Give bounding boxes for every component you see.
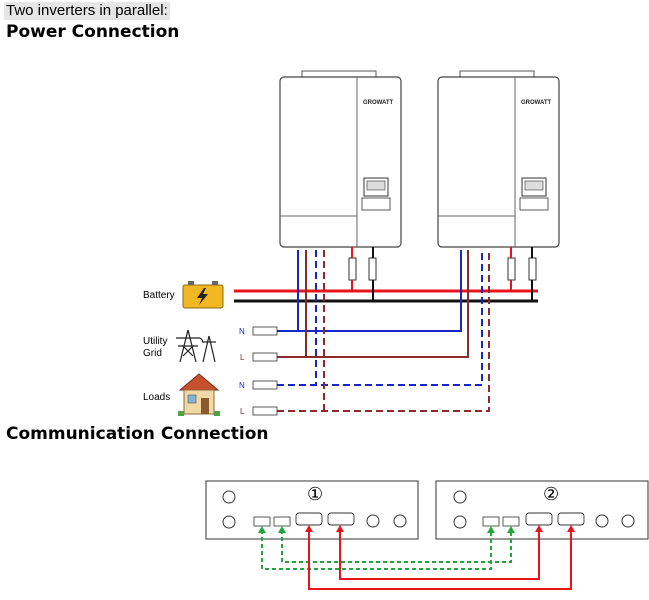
growatt-logo-1: GROWATT [363, 100, 394, 106]
comm-cables [308, 529, 572, 590]
live-label-utility: L [240, 353, 245, 362]
inverter-2: GROWATT [437, 70, 560, 248]
live-label-loads: L [240, 407, 245, 416]
growatt-logo-2: GROWATT [521, 100, 552, 106]
utility-label: Utility [143, 336, 168, 347]
ac-input-wiring [277, 250, 469, 358]
utility-tower-icon [176, 329, 216, 363]
battery-bus [234, 247, 538, 303]
battery-label: Battery [143, 290, 175, 301]
ac-output-wiring [277, 250, 490, 412]
power-connection-heading: Power Connection [6, 22, 180, 42]
house-icon [178, 373, 220, 416]
intro-caption: Two inverters in parallel: [4, 2, 170, 20]
loads-label: Loads [143, 392, 171, 403]
terminal-blocks [252, 326, 278, 416]
grid-label: Grid [143, 348, 162, 359]
communication-connection-heading: Communication Connection [6, 424, 269, 444]
battery-icon [182, 281, 224, 309]
neutral-label-loads: N [239, 381, 245, 390]
dc-breakers [348, 257, 537, 281]
inverter-1: GROWATT [279, 70, 402, 248]
comm-panel-2 [435, 480, 649, 540]
sync-cables [261, 530, 512, 570]
unit-2-marker: ② [543, 484, 559, 504]
neutral-label-utility: N [239, 327, 245, 336]
unit-1-marker: ① [307, 484, 323, 504]
